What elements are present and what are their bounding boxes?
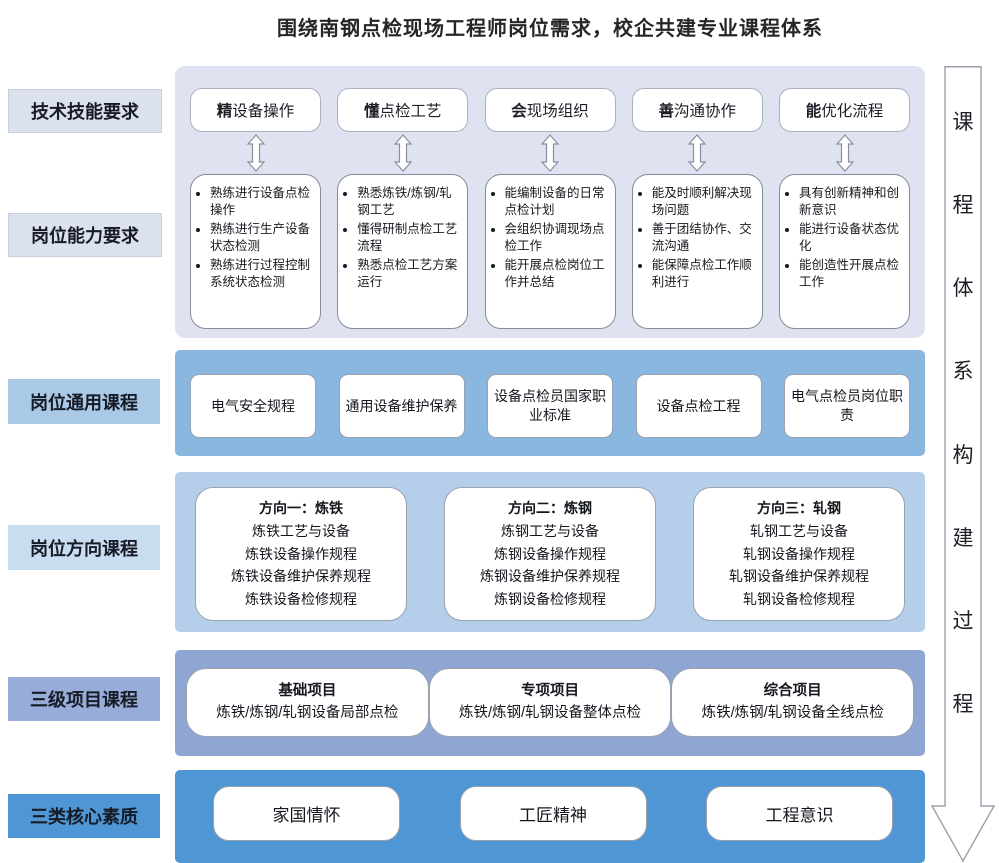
project-subtitle: 炼铁/炼钢/轧钢设备局部点检 [216,704,399,721]
skill-box: 能优化流程 [779,88,910,132]
panel-general-courses: 电气安全规程 通用设备维护保养 设备点检员国家职业标准 设备点检工程 电气点检员… [175,350,925,456]
capability-item: 熟悉炼铁/炼钢/轧钢工艺 [357,185,463,218]
side-label-project-courses: 三级项目课程 [8,677,160,721]
direction-line: 轧钢设备操作规程 [743,545,855,562]
direction-title: 方向三：轧钢 [757,500,841,517]
process-char: 体 [952,277,974,301]
capability-item: 熟练进行设备点检操作 [210,185,316,218]
capabilities-row: 熟练进行设备点检操作 熟练进行生产设备状态检测 熟练进行过程控制系统状态检测 熟… [190,174,910,329]
skill-box: 懂点检工艺 [337,88,469,132]
skill-label: 懂点检工艺 [363,103,442,120]
capability-box: 能及时顺利解决现场问题 善于团结协作、交流沟通 能保障点检工作顺利进行 [631,174,763,329]
side-label-core-qualities: 三类核心素质 [8,794,160,838]
course-box: 电气点检员岗位职责 [784,374,910,438]
capability-item: 能及时顺利解决现场问题 [652,185,758,218]
direction-line: 炼钢工艺与设备 [501,522,599,539]
capability-item: 能进行设备状态优化 [799,221,905,254]
panel-requirements: 精设备操作 懂点检工艺 会现场组织 善沟通协作 能优化流程 [175,66,925,338]
skill-label: 精设备操作 [216,103,295,120]
quality-box: 家国情怀 [213,786,400,841]
quality-box: 工程意识 [706,786,893,841]
panel-project-courses: 基础项目 炼铁/炼钢/轧钢设备局部点检 专项项目 炼铁/炼钢/轧钢设备整体点检 … [175,650,925,756]
project-box: 综合项目 炼铁/炼钢/轧钢设备全线点检 [671,668,915,737]
panel-direction-courses: 方向一：炼铁 炼铁工艺与设备 炼铁设备操作规程 炼铁设备维护保养规程 炼铁设备检… [175,472,925,632]
direction-line: 炼钢设备操作规程 [494,545,606,562]
capability-box: 能编制设备的日常点检计划 会组织协调现场点检工作 能开展点检岗位工作并总结 [484,174,616,329]
process-char: 程 [952,692,974,716]
direction-line: 轧钢工艺与设备 [750,522,848,539]
skill-box: 善沟通协作 [631,88,763,132]
capability-item: 能创造性开展点检工作 [799,257,905,290]
process-arrow-label: 课 程 体 系 构 建 过 程 [945,66,981,836]
double-arrow-icon [190,133,321,173]
process-arrow-icon [931,66,995,863]
course-box: 电气安全规程 [190,374,316,438]
direction-line: 轧钢设备维护保养规程 [729,568,869,585]
direction-title: 方向一：炼铁 [259,500,343,517]
skill-label: 会现场组织 [511,103,589,120]
direction-line: 炼钢设备检修规程 [494,591,606,607]
capability-item: 具有创新精神和创新意识 [799,185,905,218]
skill-label: 能优化流程 [805,103,884,120]
skills-row: 精设备操作 懂点检工艺 会现场组织 善沟通协作 能优化流程 [190,88,910,132]
direction-line: 炼铁设备维护保养规程 [231,568,371,585]
process-char: 建 [952,526,974,550]
process-char: 系 [952,360,974,384]
double-arrow-icon [632,133,763,173]
project-subtitle: 炼铁/炼钢/轧钢设备全线点检 [701,704,884,721]
skill-label: 善沟通协作 [658,103,737,120]
side-label-general-courses: 岗位通用课程 [8,379,160,424]
direction-box: 方向一：炼铁 炼铁工艺与设备 炼铁设备操作规程 炼铁设备维护保养规程 炼铁设备检… [195,487,407,621]
capability-item: 懂得研制点检工艺流程 [357,221,463,254]
direction-title: 方向二：炼钢 [508,500,592,517]
process-char: 过 [952,609,974,633]
process-char: 构 [952,443,974,467]
process-char: 课 [952,111,974,134]
double-arrow-icon [337,133,468,173]
arrows-row [190,133,910,173]
project-title: 基础项目 [278,682,337,699]
project-box: 专项项目 炼铁/炼钢/轧钢设备整体点检 [428,668,672,737]
course-box: 设备点检工程 [635,374,762,438]
capability-item: 熟练进行过程控制系统状态检测 [210,257,316,290]
course-box: 设备点检员国家职业标准 [487,374,613,438]
process-char: 程 [952,194,974,218]
quality-box: 工匠精神 [459,786,647,841]
diagram-title: 围绕南钢点检现场工程师岗位需求，校企共建专业课程体系 [277,18,823,40]
direction-line: 炼铁设备操作规程 [245,545,357,562]
skill-box: 会现场组织 [484,88,616,132]
direction-line: 轧钢设备检修规程 [743,591,855,607]
side-label-tech-skills: 技术技能要求 [8,89,162,133]
project-title: 综合项目 [763,682,822,699]
capability-item: 善于团结协作、交流沟通 [652,221,758,254]
double-arrow-icon [779,133,910,173]
double-arrow-icon [485,133,616,173]
capability-item: 会组织协调现场点检工作 [505,221,611,254]
direction-line: 炼铁工艺与设备 [252,522,350,539]
capability-item: 熟悉点检工艺方案运行 [357,257,463,290]
skill-box: 精设备操作 [190,88,321,132]
capability-box: 熟练进行设备点检操作 熟练进行生产设备状态检测 熟练进行过程控制系统状态检测 [190,174,321,329]
side-label-post-abilities: 岗位能力要求 [8,213,162,257]
side-label-direction-courses: 岗位方向课程 [8,525,160,570]
course-box: 通用设备维护保养 [338,374,465,438]
capability-item: 熟练进行生产设备状态检测 [210,221,316,254]
panel-core-qualities: 家国情怀 工匠精神 工程意识 [175,770,925,863]
direction-box: 方向二：炼钢 炼钢工艺与设备 炼钢设备操作规程 炼钢设备维护保养规程 炼钢设备检… [444,487,656,621]
direction-box: 方向三：轧钢 轧钢工艺与设备 轧钢设备操作规程 轧钢设备维护保养规程 轧钢设备检… [693,487,905,621]
project-title: 专项项目 [521,682,579,699]
project-box: 基础项目 炼铁/炼钢/轧钢设备局部点检 [186,668,429,737]
capability-item: 能保障点检工作顺利进行 [652,257,758,290]
capability-item: 能编制设备的日常点检计划 [505,185,611,218]
direction-line: 炼钢设备维护保养规程 [480,568,620,585]
capability-box: 熟悉炼铁/炼钢/轧钢工艺 懂得研制点检工艺流程 熟悉点检工艺方案运行 [337,174,469,329]
capability-box: 具有创新精神和创新意识 能进行设备状态优化 能创造性开展点检工作 [779,174,910,329]
direction-line: 炼铁设备检修规程 [245,591,357,607]
project-subtitle: 炼铁/炼钢/轧钢设备整体点检 [458,704,642,721]
capability-item: 能开展点检岗位工作并总结 [505,257,611,290]
